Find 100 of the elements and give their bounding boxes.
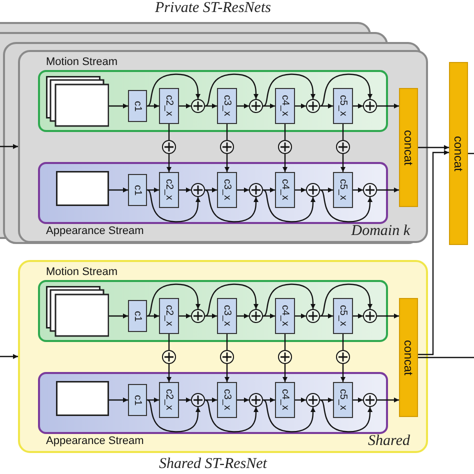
arrow — [109, 398, 128, 402]
arrow — [146, 74, 200, 107]
connector-line — [226, 124, 228, 140]
sum-node — [220, 350, 234, 364]
conv-layer-box: c3_x — [217, 88, 237, 124]
arrow — [262, 399, 316, 432]
stream-label: Motion Stream — [46, 266, 118, 279]
arrow — [377, 314, 399, 318]
arrow — [109, 314, 128, 318]
arrow — [295, 188, 306, 192]
arrow — [353, 188, 363, 192]
arrow — [282, 154, 288, 172]
arrow — [262, 189, 316, 222]
panel-label: Domain k — [351, 223, 410, 240]
sum-node — [162, 140, 176, 154]
sum-node — [336, 140, 350, 154]
arrow — [146, 284, 200, 317]
arrow — [146, 189, 200, 222]
panel-label: Shared — [368, 433, 410, 450]
arrow — [282, 364, 288, 382]
sum-node — [249, 99, 263, 113]
arrow — [146, 399, 200, 432]
arrow — [224, 364, 230, 382]
conv-layer-box: c5_x — [333, 88, 353, 124]
arrow — [263, 104, 275, 108]
sum-node — [363, 183, 377, 197]
arrow — [418, 145, 449, 150]
arrow — [147, 188, 159, 192]
conv-layer-box: c4_x — [275, 382, 295, 418]
conv-layer-box: c5_x — [333, 382, 353, 418]
conv-layer-box: c2_x — [159, 88, 179, 124]
sum-node — [191, 183, 205, 197]
arrow — [205, 104, 217, 108]
conv-layer-box: c1 — [128, 174, 147, 206]
arrow — [320, 189, 372, 222]
stream-label: Appearance Stream — [46, 435, 144, 448]
connector-line — [168, 334, 170, 350]
stream-label: Appearance Stream — [46, 225, 144, 238]
arrow — [320, 399, 372, 432]
arrow — [320, 188, 333, 192]
arrow — [263, 314, 275, 318]
arrow — [263, 398, 275, 402]
sum-node — [278, 350, 292, 364]
concat-box: concat — [399, 298, 418, 417]
frame-stack — [46, 286, 109, 337]
arrow — [204, 284, 258, 317]
arrow — [166, 364, 172, 382]
arrow — [237, 104, 249, 108]
sum-node — [336, 350, 350, 364]
stream-label: Motion Stream — [46, 56, 118, 69]
arrow — [179, 104, 191, 108]
sum-node — [191, 99, 205, 113]
arrow — [179, 314, 191, 318]
arrow — [0, 144, 18, 149]
arrow — [353, 104, 363, 108]
connector-line — [468, 152, 474, 154]
arrow — [418, 150, 449, 356]
arrow — [320, 398, 333, 402]
conv-layer-box: c5_x — [333, 298, 353, 334]
conv-layer-box: c3_x — [217, 172, 237, 208]
arrow — [237, 398, 249, 402]
conv-layer-box: c1 — [128, 90, 147, 122]
arrow — [166, 154, 172, 172]
image-frame — [56, 381, 109, 416]
arrow — [147, 104, 159, 108]
image-frame — [56, 171, 109, 206]
arrow — [205, 398, 217, 402]
sum-node — [249, 183, 263, 197]
sum-node — [191, 393, 205, 407]
conv-layer-box: c3_x — [217, 382, 237, 418]
arrow — [377, 188, 399, 192]
sum-node — [306, 309, 320, 323]
sum-node — [278, 140, 292, 154]
conv-layer-box: c2_x — [159, 172, 179, 208]
sum-node — [363, 309, 377, 323]
connector-line — [168, 124, 170, 140]
arrow — [353, 398, 363, 402]
arrow — [205, 188, 217, 192]
arrow — [295, 314, 306, 318]
conv-layer-box: c1 — [128, 384, 147, 416]
sum-node — [363, 393, 377, 407]
arrow — [320, 74, 372, 107]
arrow — [224, 154, 230, 172]
sum-node — [306, 183, 320, 197]
arrow — [109, 188, 128, 192]
arrow — [295, 104, 306, 108]
arrow — [320, 284, 372, 317]
arrow — [179, 188, 191, 192]
connector-line — [342, 334, 344, 350]
sum-node — [191, 309, 205, 323]
connector-line — [284, 124, 286, 140]
sum-node — [162, 350, 176, 364]
arrow — [377, 104, 399, 108]
sum-node — [220, 140, 234, 154]
arrow — [340, 364, 346, 382]
arrow — [340, 154, 346, 172]
frame-stack — [46, 76, 109, 127]
arrow — [377, 398, 399, 402]
concat-box: concat — [449, 62, 468, 245]
arrow — [320, 104, 333, 108]
